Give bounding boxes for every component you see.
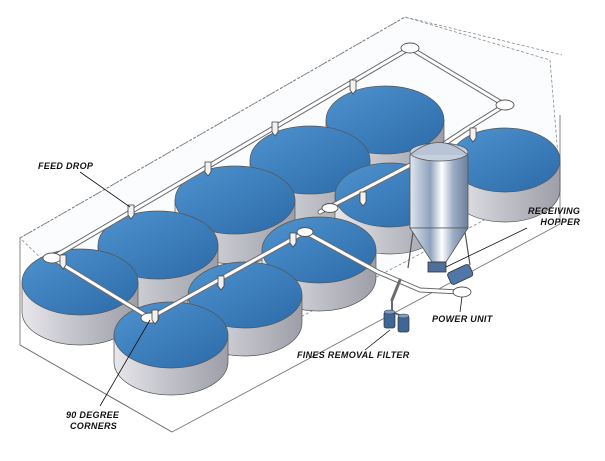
label-corners-line2: CORNERS	[70, 421, 118, 431]
label-90-degree-corners: 90 DEGREE CORNERS	[66, 410, 119, 432]
corner-wheel-left	[42, 252, 62, 264]
silo-leg-2	[464, 231, 471, 266]
front-wall-right	[171, 115, 561, 433]
tank-back-1	[21, 248, 139, 346]
leader-power-unit	[459, 296, 463, 313]
power-unit-wheel	[452, 286, 472, 298]
corner-wheel-mid	[296, 227, 314, 237]
feed-silo	[407, 142, 471, 273]
leader-lines	[79, 171, 528, 407]
leader-corners	[99, 319, 151, 407]
receiving-hopper	[427, 261, 447, 273]
label-feed-drop: FEED DROP	[38, 161, 94, 171]
feed-drop-10	[59, 254, 67, 270]
feed-drop-9	[151, 309, 159, 325]
feed-drop-2	[204, 161, 212, 177]
tank-front-2	[113, 301, 229, 396]
corner-wheel-right	[495, 99, 515, 111]
feed-drop-6	[359, 191, 367, 207]
fines-removal-filter	[383, 300, 410, 333]
filter-canister-2	[397, 315, 410, 333]
feed-drop-8	[217, 275, 225, 291]
label-power-unit: POWER UNIT	[432, 314, 493, 324]
feed-drops	[59, 79, 477, 325]
filter-canister-1	[383, 311, 396, 329]
label-corners-line1: 90 DEGREE	[66, 410, 120, 420]
building-walls	[19, 16, 561, 433]
floor-front	[19, 344, 173, 433]
corner-wheels	[42, 42, 515, 324]
roof-gable	[404, 16, 563, 56]
tanks	[21, 85, 561, 396]
label-receiving-hopper-line1: RECEIVING	[528, 206, 581, 216]
corner-wheel-inner	[321, 203, 339, 213]
feed-drop-5	[469, 127, 477, 143]
back-wall-top	[19, 16, 406, 239]
silo-leg-1	[407, 231, 414, 269]
leader-receiving-hopper	[445, 227, 528, 268]
pipe-to-hopper	[390, 278, 402, 302]
leader-fines-filter	[364, 329, 391, 351]
feed-drop-1	[127, 204, 135, 220]
silo-dome	[409, 142, 469, 156]
feed-drop-3	[271, 121, 279, 137]
feed-drop-4	[349, 79, 357, 95]
power-unit-motor	[447, 264, 474, 285]
label-fines-removal-filter: FINES REMOVAL FILTER	[297, 350, 410, 360]
label-receiving-hopper: RECEIVING HOPPER	[528, 206, 580, 228]
leader-feed-drop	[79, 171, 131, 208]
label-receiving-hopper-line2: HOPPER	[540, 217, 581, 227]
silo-body	[409, 154, 469, 229]
feed-drop-7	[289, 232, 297, 248]
corner-wheel-top	[400, 42, 420, 54]
